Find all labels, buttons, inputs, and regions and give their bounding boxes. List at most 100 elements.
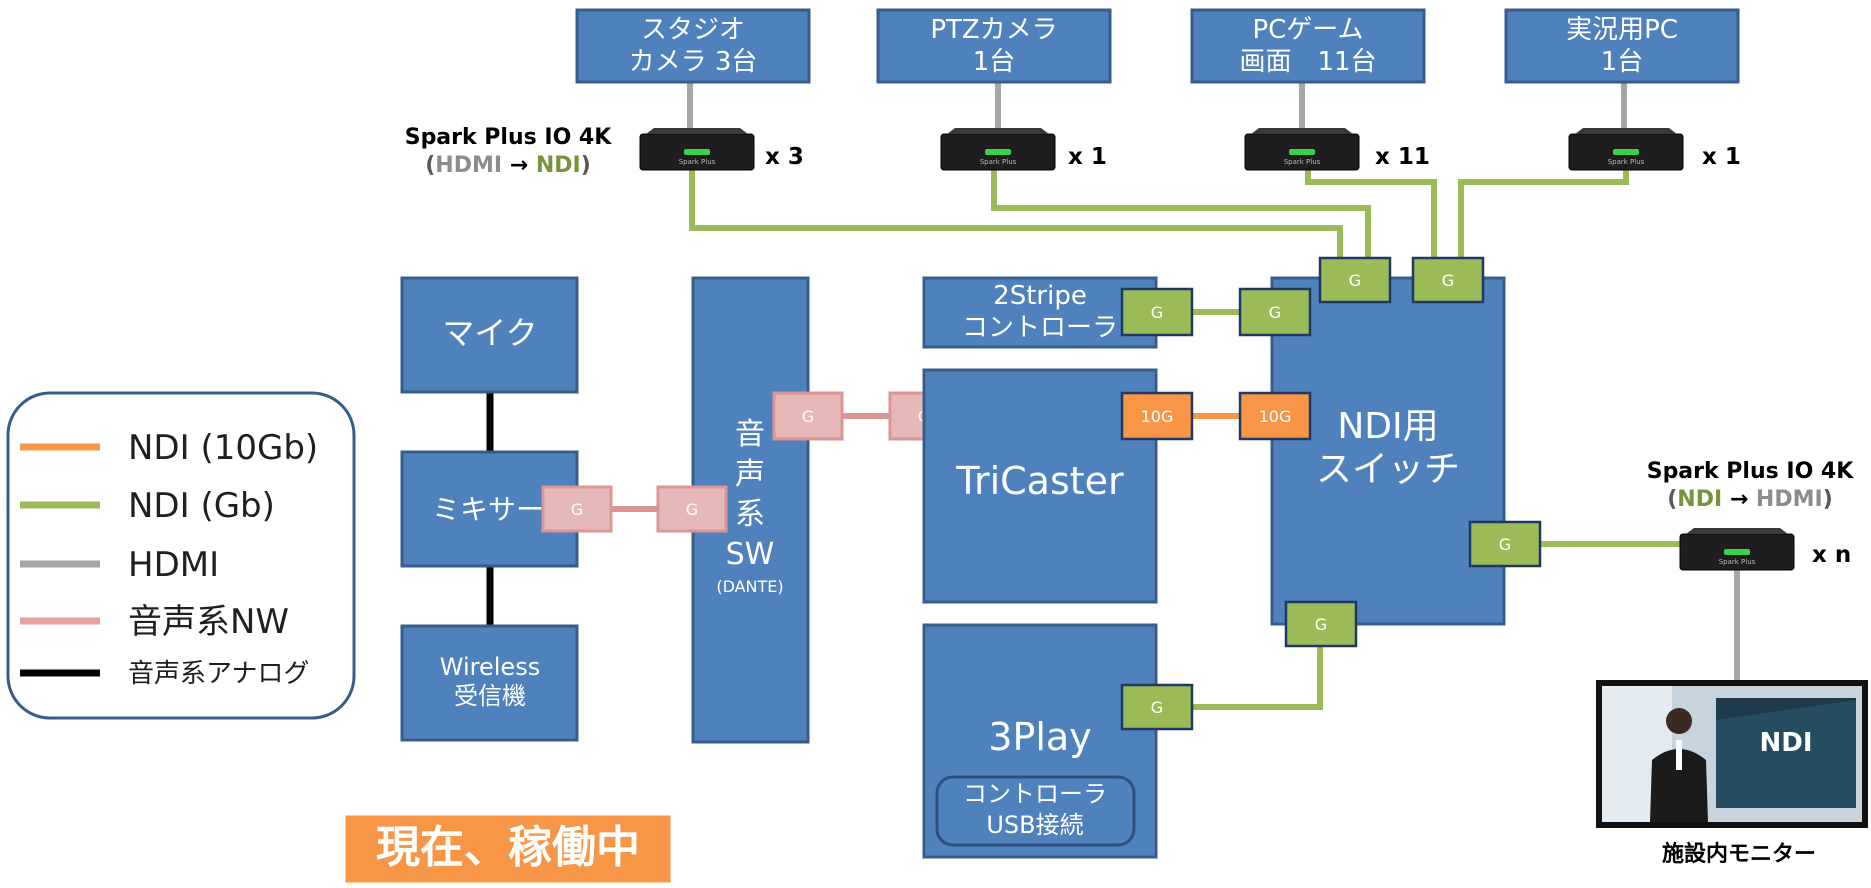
audio-switch-box: 音 声 系 SW (DANTE): [691, 276, 810, 744]
svg-text:カメラ 3台: カメラ 3台: [629, 47, 758, 77]
svg-text:G: G: [802, 407, 814, 426]
wireless-receiver-box: Wireless 受信機: [400, 624, 579, 742]
port-g-switch-bottom: G: [1284, 600, 1358, 648]
count-commentary: x 1: [1702, 144, 1741, 170]
spark-device-pcgame: Spark Plus: [1244, 128, 1360, 171]
legend-item-audio-nw: 音声系NW: [20, 602, 289, 642]
threeplay-controller: コントローラ USB接続: [935, 775, 1136, 847]
ndi-gb-lines: [689, 170, 1685, 710]
spark-input-label: Spark Plus IO 4K (HDMI → NDI): [405, 125, 613, 178]
legend-item-ndi-10gb: NDI (10Gb): [20, 428, 318, 468]
legend-item-audio-analog: 音声系アナログ: [20, 659, 309, 689]
svg-text:G: G: [1349, 271, 1361, 290]
svg-text:PTZカメラ: PTZカメラ: [930, 15, 1057, 45]
svg-text:声: 声: [735, 457, 765, 492]
svg-text:実況用PC: 実況用PC: [1566, 15, 1678, 45]
svg-text:Spark Plus: Spark Plus: [980, 158, 1017, 166]
svg-text:HDMI: HDMI: [128, 545, 219, 585]
svg-text:10G: 10G: [1259, 407, 1292, 426]
port-10g-switch: 10G: [1238, 391, 1312, 441]
audio-nw-lines: [612, 413, 890, 512]
svg-text:10G: 10G: [1141, 407, 1174, 426]
2stripe-controller-box: 2Stripe コントローラ: [922, 276, 1158, 349]
svg-text:NDI用: NDI用: [1337, 406, 1438, 447]
monitor-caption: 施設内モニター: [1662, 841, 1816, 867]
svg-text:Spark Plus: Spark Plus: [1608, 158, 1645, 166]
hdmi-lines: [687, 82, 1740, 680]
source-commentary-pc: 実況用PC 1台: [1504, 8, 1740, 84]
svg-text:1台: 1台: [973, 47, 1016, 77]
count-studio: x 3: [765, 144, 804, 170]
svg-text:NDI (Gb): NDI (Gb): [128, 486, 275, 526]
svg-text:G: G: [571, 500, 583, 519]
spark-device-commentary: Spark Plus: [1568, 128, 1684, 171]
svg-text:(DANTE): (DANTE): [716, 577, 783, 596]
svg-text:3Play: 3Play: [988, 715, 1091, 759]
count-output: x n: [1812, 542, 1851, 568]
mic-box: マイク: [400, 276, 579, 394]
svg-text:Spark Plus: Spark Plus: [679, 158, 716, 166]
svg-text:音声系アナログ: 音声系アナログ: [128, 659, 309, 689]
svg-text:スタジオ: スタジオ: [641, 15, 745, 45]
svg-text:G: G: [1442, 271, 1454, 290]
svg-text:Spark Plus IO 4K: Spark Plus IO 4K: [405, 125, 613, 150]
svg-text:G: G: [1151, 303, 1163, 322]
port-g-stripe: G: [1120, 287, 1194, 337]
source-pc-game: PCゲーム 画面 11台: [1190, 8, 1426, 84]
threeplay-box: 3Play コントローラ USB接続: [922, 623, 1158, 859]
svg-text:コントローラ: コントローラ: [962, 313, 1118, 343]
spark-device-studio: Spark Plus: [639, 128, 755, 171]
svg-text:Wireless: Wireless: [440, 653, 540, 681]
svg-text:コントローラ: コントローラ: [963, 780, 1107, 808]
svg-text:Spark Plus: Spark Plus: [1284, 158, 1321, 166]
count-ptz: x 1: [1068, 144, 1107, 170]
ndi-logo: NDI: [1759, 728, 1812, 758]
legend: NDI (10Gb) NDI (Gb) HDMI 音声系NW 音声系アナログ: [6, 391, 356, 720]
svg-text:NDI (10Gb): NDI (10Gb): [128, 428, 318, 468]
svg-text:2Stripe: 2Stripe: [993, 281, 1087, 311]
svg-text:USB接続: USB接続: [986, 811, 1083, 839]
svg-text:G: G: [1499, 535, 1511, 554]
spark-output-label: Spark Plus IO 4K (NDI → HDMI): [1647, 459, 1855, 512]
port-g-switch-stripe: G: [1238, 287, 1312, 337]
port-10g-tricaster: 10G: [1120, 391, 1194, 441]
svg-text:(NDI → HDMI): (NDI → HDMI): [1667, 487, 1833, 512]
source-studio-camera: スタジオ カメラ 3台: [575, 8, 811, 84]
facility-monitor: NDI: [1596, 680, 1868, 828]
legend-item-hdmi: HDMI: [20, 545, 219, 585]
presenter-figure: [1650, 708, 1708, 822]
audio-port-mixer: G: [541, 485, 613, 533]
svg-text:音声系NW: 音声系NW: [128, 602, 289, 642]
tricaster-box: TriCaster: [922, 368, 1158, 604]
svg-text:現在、稼働中: 現在、稼働中: [376, 822, 640, 873]
svg-text:系: 系: [735, 497, 765, 532]
svg-text:マイク: マイク: [442, 314, 537, 352]
count-pcgame: x 11: [1375, 144, 1430, 170]
svg-text:音: 音: [735, 417, 765, 452]
svg-text:PCゲーム: PCゲーム: [1252, 15, 1363, 45]
spark-device-ptz: Spark Plus: [940, 128, 1056, 171]
svg-text:画面 11台: 画面 11台: [1239, 47, 1376, 77]
svg-text:G: G: [1315, 615, 1327, 634]
svg-text:SW: SW: [726, 537, 775, 572]
audio-port-sw-left: G: [656, 485, 728, 533]
svg-text:Spark Plus: Spark Plus: [1719, 558, 1756, 566]
svg-text:G: G: [1151, 698, 1163, 717]
svg-text:スイッチ: スイッチ: [1316, 449, 1460, 490]
svg-text:Spark Plus IO 4K: Spark Plus IO 4K: [1647, 459, 1855, 484]
audio-port-sw-right: G: [772, 391, 844, 441]
port-g-switch-output: G: [1468, 520, 1542, 568]
svg-text:TriCaster: TriCaster: [955, 459, 1124, 503]
svg-text:ミキサー: ミキサー: [432, 493, 544, 526]
svg-text:受信機: 受信機: [454, 682, 526, 710]
svg-text:1台: 1台: [1601, 47, 1644, 77]
svg-text:G: G: [1269, 303, 1281, 322]
port-g-switch-top-right: G: [1411, 256, 1485, 304]
spark-device-output: Spark Plus: [1679, 528, 1795, 571]
status-banner: 現在、稼働中: [342, 812, 674, 886]
svg-text:G: G: [686, 500, 698, 519]
source-ptz-camera: PTZカメラ 1台: [876, 8, 1112, 84]
port-g-threeplay: G: [1120, 683, 1194, 731]
svg-text:(HDMI → NDI): (HDMI → NDI): [425, 153, 591, 178]
